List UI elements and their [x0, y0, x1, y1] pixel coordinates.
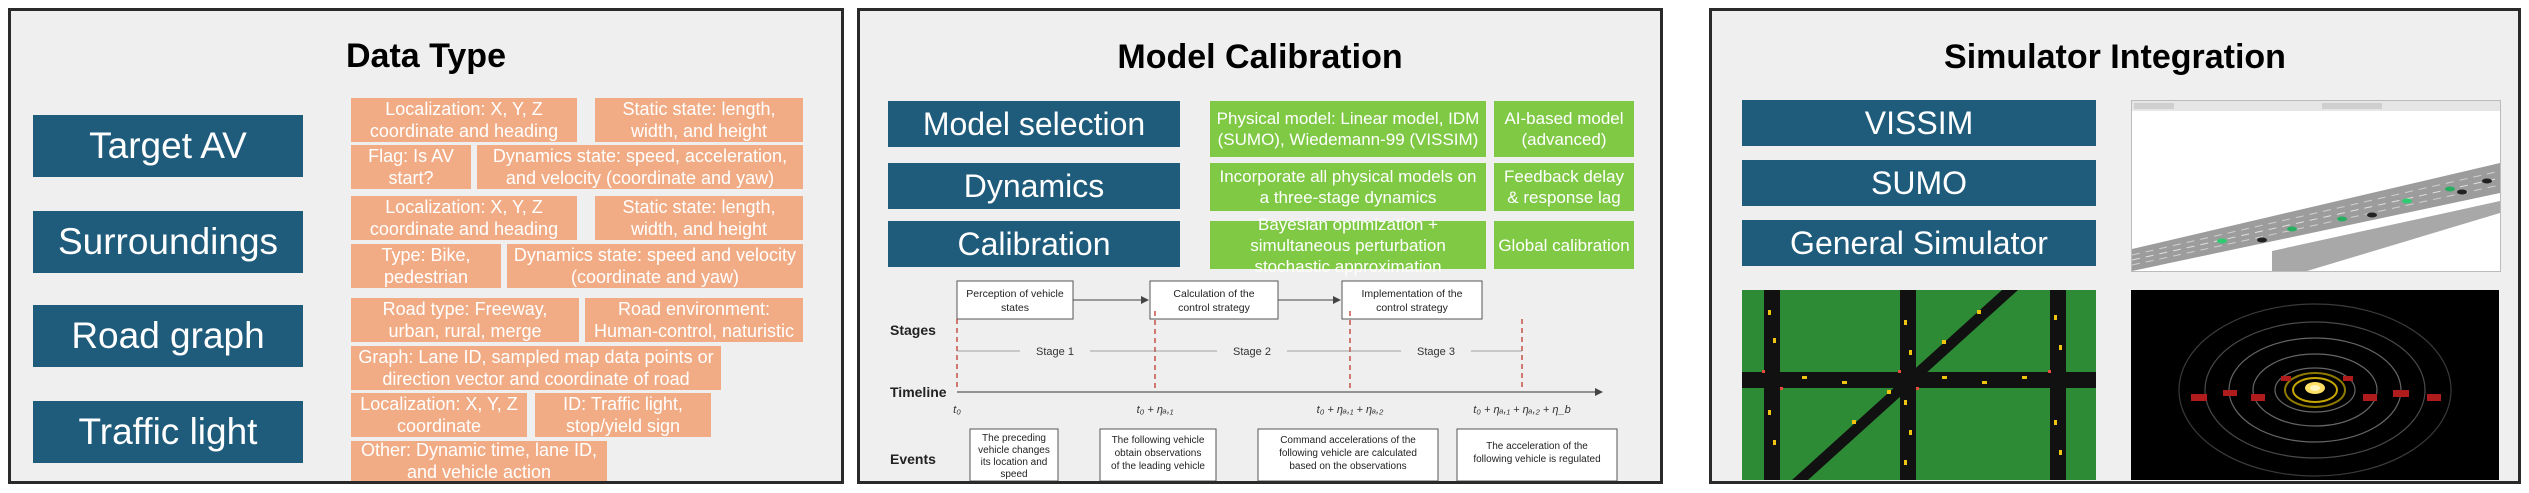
stage-2-label: Stage 2	[1233, 346, 1271, 358]
simulator-vissim[interactable]: VISSIM	[1742, 100, 2096, 146]
traffic-light-other: Other: Dynamic time, lane ID, and vehicl…	[351, 440, 607, 481]
svg-text:The following vehicle: The following vehicle	[1112, 435, 1205, 446]
svg-text:The preceding: The preceding	[982, 433, 1046, 444]
model-calibration-panel: Model Calibration Model selection Physic…	[857, 8, 1663, 484]
model-selection-physical: Physical model: Linear model, IDM (SUMO)…	[1210, 101, 1486, 157]
svg-text:Calculation of the: Calculation of the	[1173, 288, 1254, 300]
svg-text:states: states	[1001, 302, 1029, 314]
stages-label: Stages	[890, 322, 936, 338]
row-calibration[interactable]: Calibration	[888, 221, 1180, 267]
tick-t3: t₀ + ηₐ,₁ + ηₐ,₂ + η_b	[1473, 404, 1571, 416]
surroundings-localization: Localization: X, Y, Z coordinate and hea…	[351, 196, 577, 240]
event-box-2: The following vehicle obtain observation…	[1099, 428, 1217, 481]
svg-text:its location and: its location and	[981, 457, 1048, 468]
target-av-flag: Flag: Is AV start?	[351, 145, 471, 189]
traffic-light-id: ID: Traffic light, stop/yield sign	[535, 393, 711, 437]
calibration-global: Global calibration	[1494, 221, 1634, 269]
tick-t2: t₀ + ηₐ,₁ + ηₐ,₂	[1317, 404, 1384, 416]
category-target-av[interactable]: Target AV	[33, 115, 303, 177]
svg-text:Command accelerations of the: Command accelerations of the	[1280, 435, 1416, 446]
tick-t1: t₀ + ηₐ,₁	[1137, 404, 1174, 416]
stage-1-label: Stage 1	[1036, 346, 1074, 358]
data-type-panel: Data Type Target AV Localization: X, Y, …	[8, 8, 844, 484]
target-av-localization: Localization: X, Y, Z coordinate and hea…	[351, 98, 577, 142]
road-type: Road type: Freeway, urban, rural, merge	[351, 298, 579, 342]
road-environment: Road environment: Human-control, naturis…	[585, 298, 803, 342]
data-type-title: Data Type	[346, 37, 506, 75]
road-graph-graph: Graph: Lane ID, sampled map data points …	[351, 346, 721, 390]
svg-text:following vehicle is regulated: following vehicle is regulated	[1473, 454, 1600, 465]
svg-text:Perception of vehicle: Perception of vehicle	[966, 288, 1064, 300]
svg-text:speed: speed	[1000, 469, 1027, 480]
event-box-1: The preceding vehicle changes its locati…	[969, 428, 1059, 481]
dynamics-feedback-delay: Feedback delay & response lag	[1494, 163, 1634, 211]
svg-text:The acceleration of the: The acceleration of the	[1486, 441, 1588, 452]
stage-box-2: Calculation of the control strategy	[1149, 280, 1279, 320]
svg-text:following vehicle are calculat: following vehicle are calculated	[1279, 448, 1417, 459]
timeline-label: Timeline	[890, 384, 947, 400]
category-surroundings[interactable]: Surroundings	[33, 211, 303, 273]
stage-3-label: Stage 3	[1417, 346, 1455, 358]
events-label: Events	[890, 451, 936, 467]
calibration-bayesian: Bayesian optimization + simultaneous per…	[1210, 215, 1486, 276]
stage-box-1: Perception of vehicle states	[956, 280, 1074, 320]
simulator-integration-panel: Simulator Integration VISSIM SUMO Genera…	[1709, 8, 2521, 484]
vissim-screenshot	[2131, 100, 2501, 272]
dynamics-three-stage: Incorporate all physical models on a thr…	[1210, 163, 1486, 211]
category-road-graph[interactable]: Road graph	[33, 305, 303, 367]
simulator-sumo[interactable]: SUMO	[1742, 160, 2096, 206]
target-av-dynamics: Dynamics state: speed, acceleration, and…	[477, 145, 803, 189]
event-box-4: The acceleration of the following vehicl…	[1456, 428, 1618, 481]
model-calibration-title: Model Calibration	[1117, 38, 1403, 76]
traffic-light-localization: Localization: X, Y, Z coordinate	[351, 393, 527, 437]
row-model-selection[interactable]: Model selection	[888, 101, 1180, 147]
surroundings-type: Type: Bike, pedestrian	[351, 244, 501, 288]
svg-text:based on the observations: based on the observations	[1289, 461, 1406, 472]
svg-text:vehicle changes: vehicle changes	[978, 445, 1050, 456]
timeline-diagram: Stages Timeline Events Perception of veh…	[890, 280, 1618, 481]
svg-text:obtain observations: obtain observations	[1115, 448, 1202, 459]
surroundings-dynamics: Dynamics state: speed and velocity (coor…	[507, 244, 803, 288]
simulator-general[interactable]: General Simulator	[1742, 220, 2096, 266]
sumo-screenshot	[1742, 290, 2096, 480]
simulator-integration-title: Simulator Integration	[1944, 38, 2286, 76]
svg-text:of the leading vehicle: of the leading vehicle	[1111, 461, 1205, 472]
row-dynamics[interactable]: Dynamics	[888, 163, 1180, 209]
category-traffic-light[interactable]: Traffic light	[33, 401, 303, 463]
event-box-3: Command accelerations of the following v…	[1257, 428, 1439, 481]
target-av-static-state: Static state: length, width, and height	[595, 98, 803, 142]
surroundings-static-state: Static state: length, width, and height	[595, 196, 803, 240]
svg-text:Implementation of the: Implementation of the	[1362, 288, 1463, 300]
stage-box-3: Implementation of the control strategy	[1341, 280, 1483, 320]
lidar-screenshot	[2131, 290, 2499, 480]
model-selection-ai: AI-based model (advanced)	[1494, 101, 1634, 157]
svg-text:control strategy: control strategy	[1178, 302, 1251, 314]
tick-t0: t₀	[953, 404, 961, 416]
svg-text:control strategy: control strategy	[1376, 302, 1449, 314]
